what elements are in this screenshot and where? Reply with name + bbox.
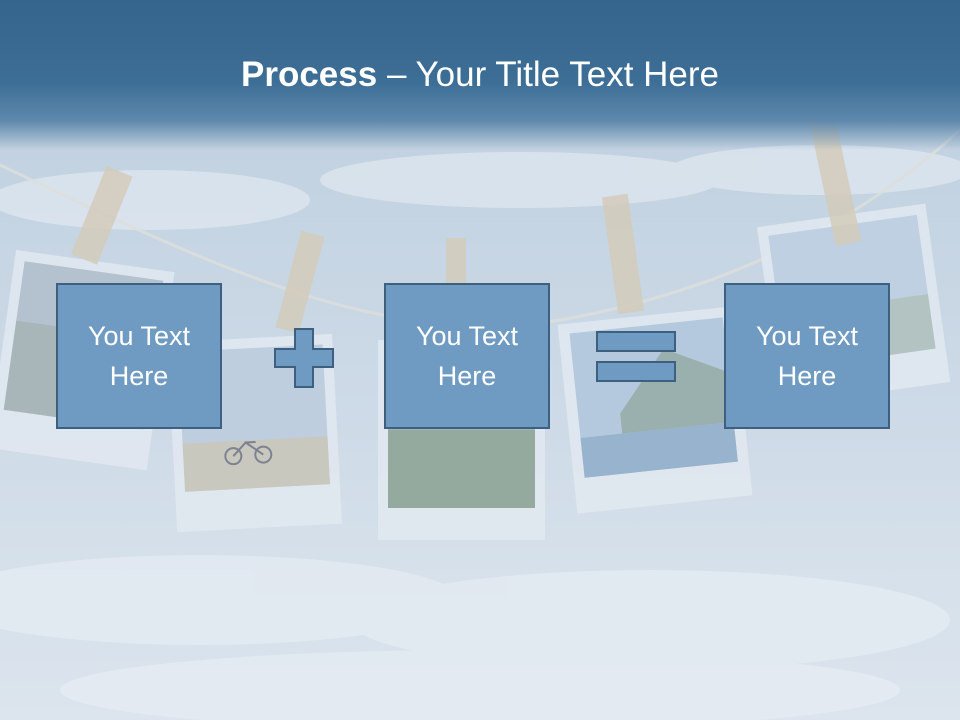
text-box-2[interactable]: You Text Here: [384, 283, 550, 429]
title-bold: Process: [241, 55, 378, 94]
slide-title: Process – Your Title Text Here: [0, 52, 960, 98]
title-band: [0, 0, 960, 150]
title-rest: – Your Title Text Here: [377, 55, 719, 94]
text-box-1[interactable]: You Text Here: [56, 283, 222, 429]
text-box-3[interactable]: You Text Here: [724, 283, 890, 429]
plus-icon: [274, 328, 334, 388]
clothespin-2: [275, 230, 325, 334]
clothespin-4: [601, 193, 645, 315]
equals-icon: [596, 331, 676, 382]
clothespin-1: [71, 166, 133, 265]
photo-4: [557, 306, 753, 514]
clouds: [0, 145, 960, 720]
